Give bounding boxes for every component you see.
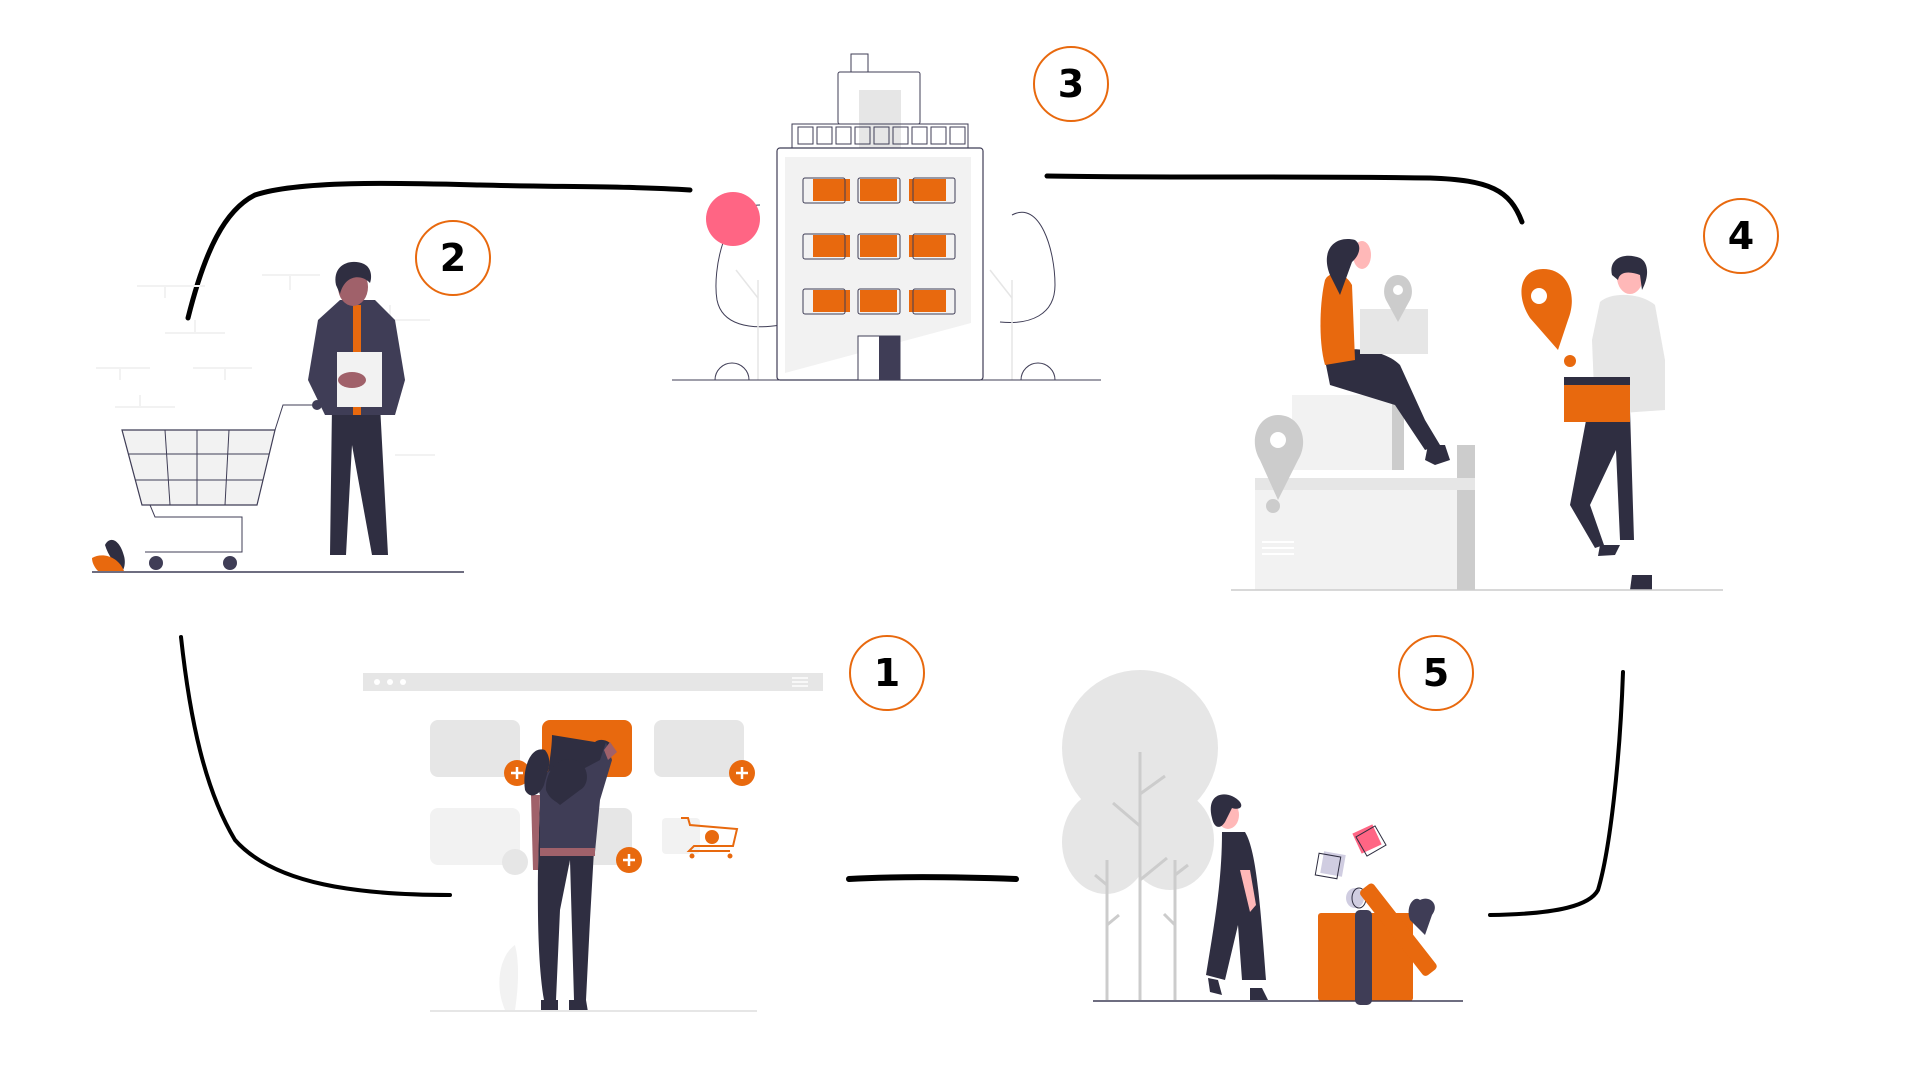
connector-2-3	[185, 180, 693, 321]
plant-leaf-faint	[499, 945, 519, 1010]
connector-5-4	[1488, 670, 1625, 917]
scene-gift	[1062, 670, 1463, 1005]
menu-icon	[792, 677, 808, 687]
confetti-squares	[1314, 824, 1387, 909]
plant-leaf-orange	[92, 555, 124, 571]
connector-1-2	[179, 635, 452, 897]
browser-bar	[363, 673, 823, 691]
shopping-cart-icon	[121, 400, 322, 570]
step-badge-5: 5	[1398, 635, 1474, 711]
add-icon	[729, 760, 755, 786]
pink-sun-circle	[706, 192, 760, 246]
step-number: 4	[1727, 214, 1755, 258]
plant-leaf-dark	[105, 539, 125, 571]
step-badge-1: 1	[849, 635, 925, 711]
location-pin-icon	[1254, 415, 1304, 513]
scene-shopping-cart	[92, 261, 464, 573]
step-badge-4: 4	[1703, 198, 1779, 274]
connector-1-5	[846, 874, 1019, 882]
woman-reaching-figure	[524, 735, 617, 1012]
woman-sitting-figure	[1320, 239, 1450, 465]
brick-wall-lines	[96, 274, 435, 456]
woman-walking-figure	[1206, 794, 1268, 1000]
add-icon	[504, 760, 530, 786]
add-icon	[616, 847, 642, 873]
scene-online-shop	[363, 673, 823, 1012]
scene-warehouse	[672, 53, 1101, 381]
step-number: 2	[439, 236, 467, 280]
step-number: 3	[1057, 62, 1085, 106]
step-badge-3: 3	[1033, 46, 1109, 122]
man-figure	[308, 261, 405, 555]
step-badge-2: 2	[415, 220, 491, 296]
man-with-package-figure	[1564, 255, 1665, 590]
location-pin-icon-orange	[1521, 269, 1576, 367]
gift-icon	[1318, 883, 1437, 1005]
product-card	[654, 720, 744, 777]
scene-delivery	[1231, 239, 1723, 591]
add-to-cart-icon	[681, 817, 739, 859]
tree-icon	[1062, 670, 1218, 1000]
product-card	[430, 808, 520, 865]
building-icon	[776, 53, 984, 381]
connector-3-4	[1044, 173, 1525, 225]
tree-outline-right	[999, 211, 1056, 324]
step-number: 1	[873, 651, 901, 695]
connectors	[179, 173, 1625, 917]
step-number: 5	[1422, 651, 1450, 695]
product-card	[430, 720, 520, 777]
building-windows	[802, 177, 956, 315]
